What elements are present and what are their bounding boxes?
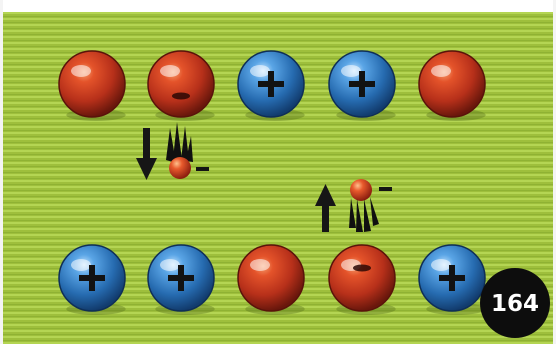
figure-number: 164 <box>491 291 539 317</box>
figure-number-badge: 164 <box>480 268 550 338</box>
electron-vacancy-mark <box>353 265 371 272</box>
electron-vacancy-mark <box>172 93 190 100</box>
